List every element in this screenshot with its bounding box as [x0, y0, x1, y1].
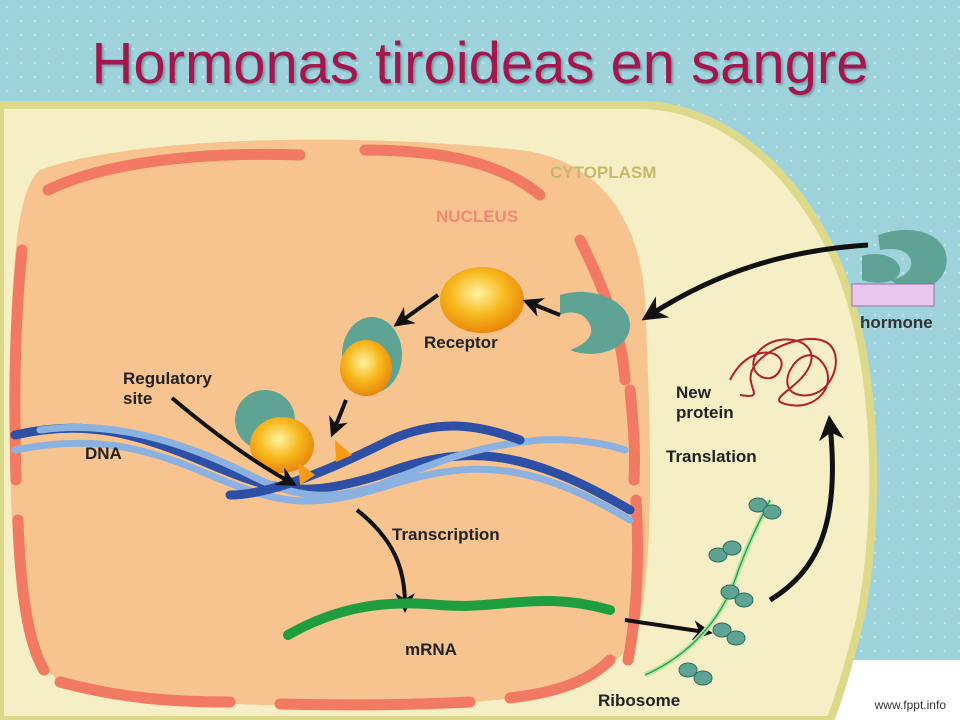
complex-on-dna	[235, 390, 352, 485]
translation-arrow	[768, 415, 844, 603]
new-protein	[729, 337, 837, 407]
translation-label: Translation	[666, 447, 757, 466]
footer-url: www.fppt.info	[874, 698, 946, 712]
transcription-label: Transcription	[392, 525, 500, 544]
complex-arrow-1	[393, 293, 440, 327]
export-arrow	[624, 618, 713, 641]
binding-arrow	[522, 298, 561, 317]
activated-complex-upper	[340, 317, 402, 396]
hormone-label-box	[851, 283, 935, 307]
hormone-label: hormone	[860, 313, 933, 332]
regulatory-site-arrow	[170, 396, 298, 486]
transcription-arrow	[355, 508, 415, 613]
receptor-hormone-complex	[440, 267, 524, 333]
nucleus-label: NUCLEUS	[436, 207, 518, 226]
incoming-hormone: hormone	[851, 229, 947, 332]
new-protein-label-line1: New	[676, 383, 712, 402]
ribosomes	[678, 497, 782, 686]
complex-arrow-2	[329, 399, 348, 438]
mrna-strand	[283, 595, 615, 640]
new-protein-label-line2: protein	[676, 403, 734, 422]
nucleus	[10, 139, 650, 707]
hormone-entry-arrow	[641, 242, 869, 321]
regulatory-site-label-line1: Regulatory	[123, 369, 212, 388]
cytoplasm-label: CYTOPLASM	[550, 163, 656, 182]
dna-label: DNA	[85, 444, 122, 463]
mrna-label: mRNA	[405, 640, 457, 659]
dna-helix	[10, 421, 635, 524]
receptor-shape	[560, 291, 630, 354]
ribosome-label: Ribosome	[598, 691, 680, 710]
cell-diagram: CYTOPLASM NUCLEUS DNA hormone Receptor R…	[0, 101, 960, 720]
receptor-label: Receptor	[424, 333, 498, 352]
regulatory-site-label-line2: site	[123, 389, 152, 408]
slide-title: Hormonas tiroideas en sangre	[91, 31, 869, 96]
